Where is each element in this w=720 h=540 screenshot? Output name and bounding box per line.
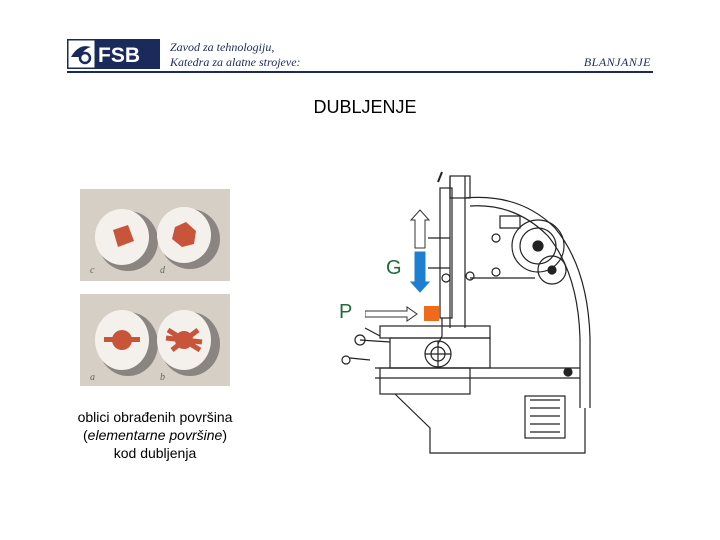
down-arrow-icon <box>409 251 431 293</box>
caption-paren-open: ( <box>83 427 88 443</box>
caption-line-1: oblici obrađenih površina <box>77 409 233 425</box>
label-g: G <box>386 257 402 279</box>
motion-arrows <box>365 209 439 322</box>
photo-label-a: a <box>90 372 95 383</box>
tool-marker <box>424 306 439 321</box>
workpiece-photo-top: c d <box>80 189 230 281</box>
caption-italic-term: elementarne površine <box>87 427 223 443</box>
institution-line-1: Zavod za tehnologiju, <box>170 40 275 54</box>
caption-line-3: kod dubljenja <box>113 445 197 461</box>
photo-label-b: b <box>160 372 165 383</box>
header-divider <box>67 71 653 73</box>
slotting-machine-drawing <box>341 171 591 454</box>
caption-line-2: (elementarne površine) <box>50 426 260 444</box>
photo-label-c: c <box>90 265 95 276</box>
institution-line-2: Katedra za alatne strojeve: <box>170 55 301 69</box>
slide-title: DUBLJENJE <box>313 97 417 117</box>
institution-name: Zavod za tehnologiju, Katedra za alatne … <box>170 40 301 70</box>
right-arrow-icon <box>365 306 418 322</box>
photo-caption: oblici obrađenih površina (elementarne p… <box>50 408 260 462</box>
logo-text: FSB <box>98 44 140 67</box>
section-title: BLANJANJE <box>583 55 651 69</box>
fsb-logo-icon: FSB <box>67 39 160 69</box>
label-p: P <box>339 301 353 323</box>
photo-label-d: d <box>160 265 166 276</box>
caption-paren-close: ) <box>222 427 227 443</box>
up-arrow-icon <box>409 209 431 249</box>
workpiece-photo-bottom: a b <box>80 294 230 386</box>
